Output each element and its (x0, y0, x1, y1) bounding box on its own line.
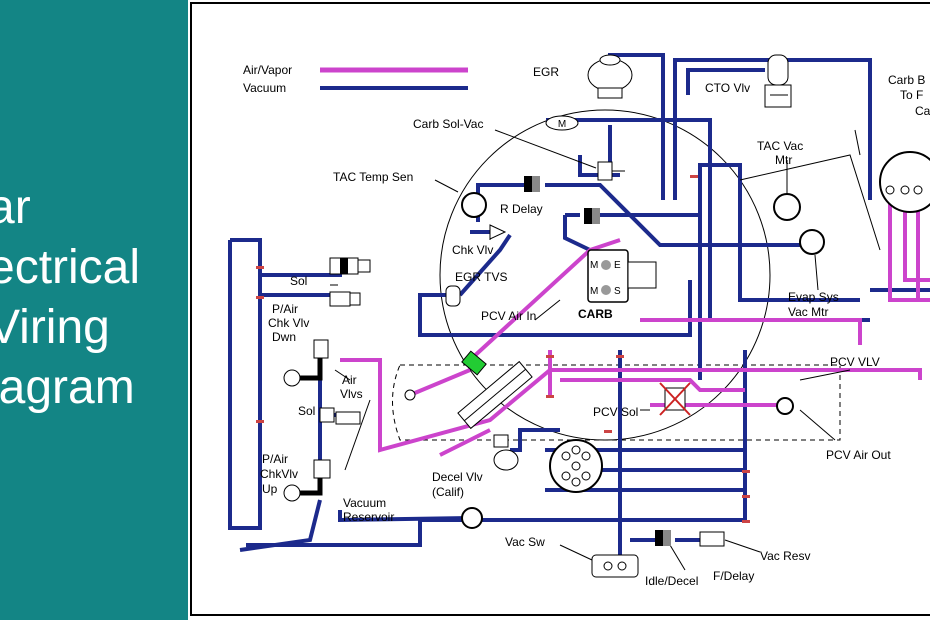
cto-vlv-label: CTO Vlv (705, 81, 750, 95)
tee-markers (256, 175, 750, 523)
pcv-air-out-label: PCV Air Out (826, 448, 891, 462)
tac-temp-sen-label: TAC Temp Sen (333, 170, 413, 184)
vac-switch-icon (591, 554, 639, 578)
p-air-chk-up-label-1: P/Air (262, 452, 288, 466)
pcv-air-in-icon (461, 350, 487, 376)
leader-lines (330, 129, 881, 571)
decel-vlv-label-2: (Calif) (432, 485, 464, 499)
title-line-1: ar (0, 181, 31, 234)
title-line-2: ectrical (0, 241, 141, 294)
sol-top-icon (329, 257, 371, 275)
carb-b-label-1: Carb B (888, 73, 925, 87)
sol-valve-icon (597, 161, 625, 181)
vac-sw-label: Vac Sw (505, 535, 545, 549)
vacuum-reservoir-label-1: Vacuum (343, 496, 386, 510)
cto-valve-icon (764, 54, 792, 108)
pcv-valve-icon (776, 397, 794, 415)
pcv-sol-icon (659, 382, 691, 416)
egr-tvs-label: EGR TVS (455, 270, 507, 284)
decel-valve-icon (493, 434, 519, 471)
evap-sys-label-2: Vac Mtr (788, 305, 828, 319)
diagram-frame (190, 2, 930, 616)
title-line-3: Viring (0, 301, 110, 354)
carb-e-label: E (614, 260, 621, 271)
air-cleaner-icon (457, 360, 533, 430)
tac-vac-mtr-label-1: TAC Vac (757, 139, 803, 153)
sol-top2-icon (329, 291, 361, 307)
pcv-inlet-icon (404, 389, 416, 401)
evap-sys-label-1: Evap Sys (788, 290, 839, 304)
carb-s-label: S (614, 286, 621, 297)
carb-b-label-2: To F (900, 88, 923, 102)
r-delay-label: R Delay (500, 202, 543, 216)
carb-sol-vac-icon (545, 115, 579, 131)
f-delay-label: F/Delay (713, 569, 754, 583)
air-vlvs-label-1: Air (342, 373, 357, 387)
vacuum-reservoir-label-2: Reservoir (343, 510, 394, 524)
sol-bottom-label: Sol (298, 404, 315, 418)
intake-outline (392, 364, 841, 441)
p-air-chk-up-label-2: ChkVlv (260, 467, 298, 481)
carb-bowl-connector-icon (879, 151, 930, 213)
sol-bottom-icon (319, 407, 361, 425)
p-air-chk-dwn-label-1: P/Air (272, 302, 298, 316)
egr-valve-icon (587, 54, 633, 99)
carb-label: CARB (578, 307, 613, 321)
air-vlvs-label-2: Vlvs (340, 387, 363, 401)
pcv-sol-label: PCV Sol (593, 405, 638, 419)
carburetor-icon (587, 249, 657, 303)
idle-decel-label: Idle/Decel (645, 574, 698, 588)
egr-label: EGR (533, 65, 559, 79)
vacuum-reservoir-icon (461, 507, 483, 529)
p-air-chk-dwn-label-3: Dwn (272, 330, 296, 344)
r-delay-icon (524, 176, 540, 192)
tac-temp-sensor-icon (461, 192, 487, 218)
carb-sol-vac-label: Carb Sol-Vac (413, 117, 483, 131)
tac-vac-motor-icon (773, 193, 801, 221)
carb-b-label-3: Ca (915, 104, 930, 118)
carb-m-label: M (590, 260, 598, 271)
p-air-chk-dwn-label-2: Chk Vlv (268, 316, 309, 330)
solenoid-block-icon (584, 208, 600, 224)
check-valve-icon (489, 224, 507, 240)
sol-top-label: Sol (290, 274, 307, 288)
pcv-air-in-label: PCV Air In (481, 309, 536, 323)
vac-resv-icon (699, 531, 725, 547)
title-line-4: iagram (0, 361, 135, 414)
carb-m2-label: M (590, 286, 598, 297)
tac-vac-mtr-label-2: Mtr (775, 153, 792, 167)
legend-vacuum-label: Vacuum (243, 81, 286, 95)
decel-vlv-label-1: Decel Vlv (432, 470, 483, 484)
carb-sol-badge-label: M (558, 119, 566, 130)
legend-air-vapor-label: Air/Vapor (243, 63, 292, 77)
p-air-chk-up-icon (283, 459, 331, 502)
chk-vlv-label: Chk Vlv (452, 243, 493, 257)
distributor-icon (549, 439, 603, 493)
pcv-vlv-label: PCV VLV (830, 355, 880, 369)
vacuum-diagram: M M E M S (190, 2, 930, 616)
f-delay-icon (655, 530, 671, 546)
evap-vac-motor-icon (799, 229, 825, 255)
p-air-chk-dwn-icon (283, 339, 329, 387)
p-air-chk-up-label-3: Up (262, 482, 278, 496)
egr-tvs-icon (445, 285, 461, 307)
title-banner: ar ectrical Viring iagram (0, 0, 188, 620)
vac-resv-label: Vac Resv (760, 549, 810, 563)
